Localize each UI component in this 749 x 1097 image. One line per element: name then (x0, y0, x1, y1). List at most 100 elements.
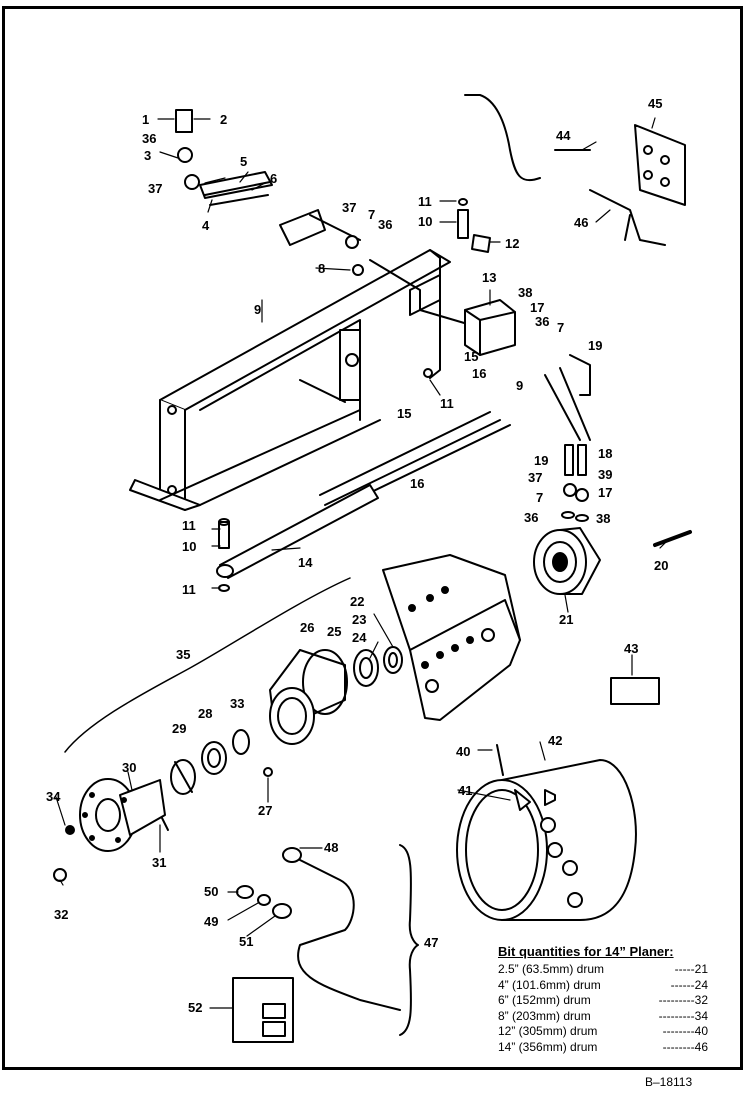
callout-44: 44 (556, 128, 571, 143)
callout-52: 52 (188, 1000, 202, 1015)
bit-table-row: 14” (356mm) drum --------46 (498, 1040, 708, 1056)
bit-row-drum: 12” (305mm) drum (498, 1024, 598, 1039)
bit-row-qty: 24 (694, 977, 708, 992)
grease-fitting-group (236, 885, 292, 919)
decal-box-part (610, 677, 660, 705)
callout-11b: 11 (440, 396, 454, 411)
callout-1: 1 (142, 112, 149, 127)
callout-9: 9 (254, 302, 261, 317)
callout-14: 14 (298, 555, 313, 570)
callout-11: 11 (418, 194, 432, 209)
callout-36c: 36 (535, 314, 549, 329)
callout-13: 13 (482, 270, 496, 285)
callout-32: 32 (54, 907, 68, 922)
callout-23: 23 (352, 612, 366, 627)
bit-row-drum: 4” (101.6mm) drum (498, 977, 601, 992)
callout-8: 8 (318, 261, 325, 276)
callout-11d: 11 (182, 582, 196, 597)
bit-row-dashes: --------- (658, 1008, 695, 1023)
callout-15: 15 (464, 349, 478, 364)
callout-15b: 15 (397, 406, 411, 421)
callout-48: 48 (324, 840, 338, 855)
callout-16b: 16 (410, 476, 424, 491)
callout-51: 51 (239, 934, 253, 949)
callout-16: 16 (472, 366, 486, 381)
bit-row-drum: 14” (356mm) drum (498, 1039, 598, 1054)
callout-12: 12 (505, 236, 519, 251)
callout-20: 20 (654, 558, 668, 573)
callout-22: 22 (350, 594, 364, 609)
callout-35: 35 (176, 647, 190, 662)
bit-row-dashes: ------ (670, 977, 695, 992)
bit-row-dashes: -------- (662, 1024, 695, 1039)
callout-50: 50 (204, 884, 218, 899)
callout-36: 36 (142, 131, 156, 146)
bit-row-qty: 34 (694, 1008, 708, 1023)
callout-38: 38 (518, 285, 532, 300)
bit-table-row: 2.5” (63.5mm) drum -----21 (498, 962, 708, 978)
bit-table-row: 4” (101.6mm) drum ------24 (498, 978, 708, 994)
fitting-stack-right (544, 354, 591, 522)
drive-flange-part (53, 767, 273, 882)
bit-table-row: 12” (305mm) drum --------40 (498, 1024, 708, 1040)
callout-24: 24 (352, 630, 367, 645)
callout-26: 26 (300, 620, 314, 635)
bit-row-dashes: ----- (674, 962, 695, 976)
callout-37: 37 (148, 181, 162, 196)
cutting-bit-part (496, 744, 504, 776)
bit-table-row: 6” (152mm) drum---------32 (498, 993, 708, 1009)
shaft-key-part (653, 530, 692, 547)
callout-10b: 10 (182, 539, 196, 554)
control-module-part (634, 124, 686, 206)
bit-table-row: 8” (203mm) drum ---------34 (498, 1009, 708, 1025)
drum-housing-plate (382, 554, 521, 721)
bit-row-qty: 46 (694, 1039, 708, 1054)
drawing-reference-number: B–18113 (645, 1075, 693, 1089)
callout-43: 43 (624, 641, 638, 656)
callout-2: 2 (220, 112, 227, 127)
callout-11c: 11 (182, 518, 196, 533)
callout-7b: 7 (557, 320, 564, 335)
seal-ring-group (170, 729, 250, 795)
callout-19a: 19 (588, 338, 602, 353)
callout-30: 30 (122, 760, 136, 775)
bit-table-title: Bit quantities for 14” Planer: (498, 944, 674, 959)
leader-lines (55, 117, 669, 1009)
callout-10: 10 (418, 214, 432, 229)
callout-45: 45 (648, 96, 662, 111)
callout-21: 21 (559, 612, 573, 627)
callout-4: 4 (202, 218, 210, 233)
hose-fitting-group (279, 209, 506, 336)
callout-17: 17 (530, 300, 544, 315)
callout-46: 46 (574, 215, 588, 230)
bit-row-dashes: -------- (662, 1039, 695, 1054)
callout-27: 27 (258, 803, 272, 818)
sensor-harness-part (282, 847, 401, 1011)
callout-38b: 38 (596, 511, 610, 526)
bit-row-qty: 40 (694, 1024, 708, 1039)
bit-row-qty: 21 (694, 962, 708, 976)
callout-36d: 36 (524, 510, 538, 525)
bit-row-drum: 8” (203mm) drum (498, 1008, 591, 1023)
diagram-border (2, 6, 743, 1070)
callout-7: 7 (368, 207, 375, 222)
wiring-harness-part (589, 189, 666, 246)
bit-row-drum: 6” (152mm) drum (498, 993, 591, 1008)
callout-36b: 36 (378, 217, 392, 232)
hub-bearing-assembly (269, 646, 403, 745)
callout-49: 49 (204, 914, 218, 929)
bit-row-drum: 2.5” (63.5mm) drum (498, 962, 605, 976)
callout-9b: 9 (516, 378, 523, 393)
callout-5: 5 (240, 154, 247, 169)
callout-42: 42 (548, 733, 562, 748)
callout-37b: 37 (342, 200, 356, 215)
callout-34: 34 (46, 789, 61, 804)
assembly-brace-47 (399, 844, 419, 1036)
bit-row-qty: 32 (694, 993, 708, 1008)
hydraulic-cylinder-part (216, 484, 379, 592)
callout-39: 39 (598, 467, 612, 482)
callout-3: 3 (144, 148, 151, 163)
callout-40: 40 (456, 744, 470, 759)
